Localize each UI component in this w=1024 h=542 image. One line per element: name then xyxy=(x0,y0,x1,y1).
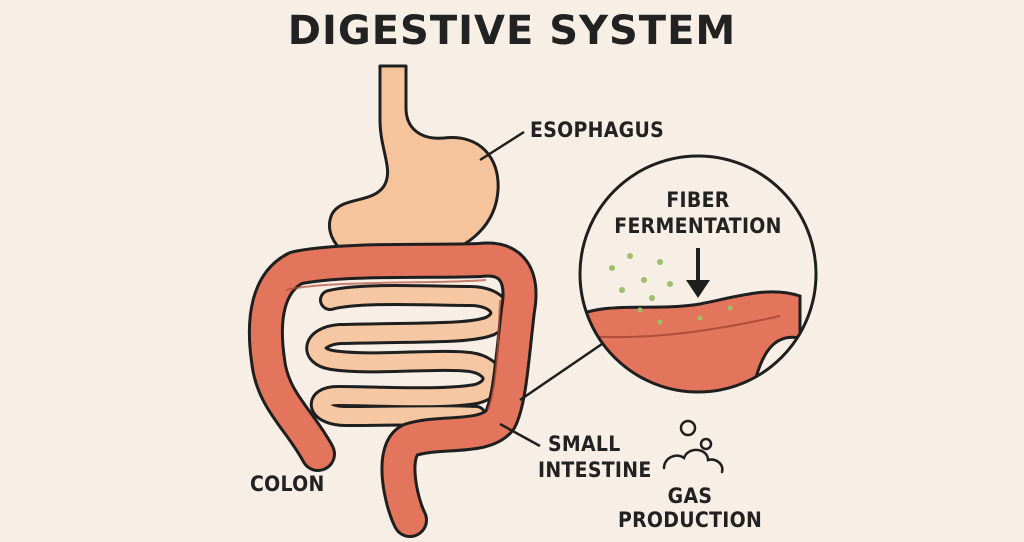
small-intestine-label-line2: INTESTINE xyxy=(538,458,652,482)
inset-label-line1: FIBER xyxy=(666,188,730,212)
small-intestine xyxy=(305,284,512,427)
colon xyxy=(247,241,538,538)
downward-arrow-icon xyxy=(686,248,710,298)
inset-label-line2: FERMENTATION xyxy=(614,214,782,238)
bubble-icon xyxy=(699,437,713,451)
small-intestine-leader xyxy=(499,422,541,448)
leader-lines xyxy=(479,130,603,448)
fiber-particles xyxy=(609,253,733,325)
page-title: DIGESTIVE SYSTEM xyxy=(287,8,737,54)
inset-leader xyxy=(519,342,603,402)
colon-label: COLON xyxy=(250,472,325,496)
stomach xyxy=(328,64,500,266)
gas-label-line1: GAS xyxy=(667,484,713,508)
small-intestine-label-line1: SMALL xyxy=(548,432,621,456)
gas-cloud-icon xyxy=(662,419,724,474)
bubble-icon xyxy=(679,419,697,437)
gas-label-line2: PRODUCTION xyxy=(617,508,763,532)
esophagus-leader xyxy=(479,130,525,162)
esophagus-label: ESOPHAGUS xyxy=(530,118,665,142)
